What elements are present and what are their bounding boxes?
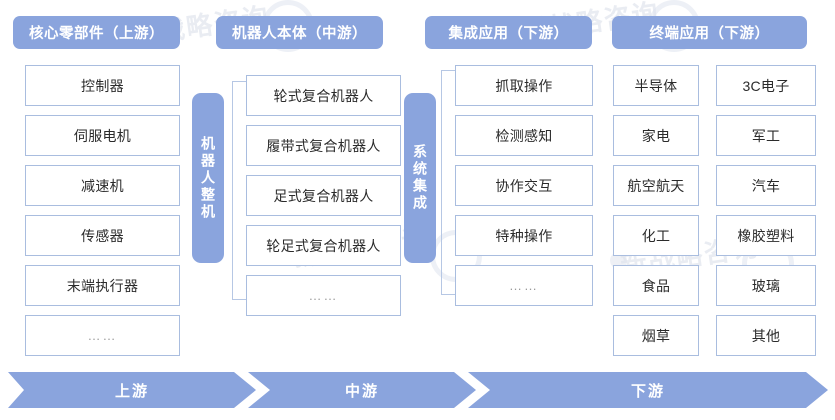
- item-box[interactable]: 传感器: [25, 215, 180, 256]
- flow-stage-midstream-label: 中游: [344, 382, 379, 400]
- item-box-ellipsis[interactable]: ……: [246, 275, 401, 316]
- bracket-connector-robot-body: [232, 81, 246, 300]
- item-box[interactable]: 轮足式复合机器人: [246, 225, 401, 266]
- item-box[interactable]: 食品: [613, 265, 699, 306]
- group-label-whole-robot: 机器人整机: [192, 93, 224, 263]
- item-box-ellipsis[interactable]: ……: [25, 315, 180, 356]
- item-box[interactable]: 履带式复合机器人: [246, 125, 401, 166]
- flow-stage-upstream[interactable]: 上游: [8, 372, 256, 408]
- group-label-whole-robot-text: 机器人整机: [200, 135, 216, 221]
- group-label-system-integration-text: 系统集成: [412, 144, 428, 212]
- item-box[interactable]: 减速机: [25, 165, 180, 206]
- item-box[interactable]: 家电: [613, 115, 699, 156]
- column-header-robot-body: 机器人本体（中游）: [216, 16, 383, 49]
- flow-stage-downstream-label: 下游: [630, 382, 665, 400]
- item-box[interactable]: 协作交互: [455, 165, 593, 206]
- item-box[interactable]: 其他: [716, 315, 816, 356]
- item-box[interactable]: 末端执行器: [25, 265, 180, 306]
- item-box[interactable]: 控制器: [25, 65, 180, 106]
- item-box[interactable]: 伺服电机: [25, 115, 180, 156]
- item-box[interactable]: 化工: [613, 215, 699, 256]
- bracket-connector-integrated-application: [441, 70, 455, 295]
- item-box[interactable]: 轮式复合机器人: [246, 75, 401, 116]
- item-box[interactable]: 烟草: [613, 315, 699, 356]
- column-header-terminal-application: 终端应用（下游）: [612, 16, 807, 49]
- flow-stage-downstream[interactable]: 下游: [468, 372, 828, 408]
- item-box[interactable]: 汽车: [716, 165, 816, 206]
- item-box[interactable]: 抓取操作: [455, 65, 593, 106]
- item-box-ellipsis[interactable]: ……: [455, 265, 593, 306]
- column-header-integrated-application: 集成应用（下游）: [425, 16, 592, 49]
- column-header-core-components: 核心零部件（上游）: [13, 16, 180, 49]
- item-box[interactable]: 足式复合机器人: [246, 175, 401, 216]
- item-box[interactable]: 航空航天: [613, 165, 699, 206]
- flow-stage-midstream[interactable]: 中游: [248, 372, 476, 408]
- item-box[interactable]: 3C电子: [716, 65, 816, 106]
- item-box[interactable]: 玻璃: [716, 265, 816, 306]
- item-box[interactable]: 军工: [716, 115, 816, 156]
- flow-stage-upstream-label: 上游: [114, 382, 149, 400]
- item-box[interactable]: 半导体: [613, 65, 699, 106]
- item-box[interactable]: 特种操作: [455, 215, 593, 256]
- item-box[interactable]: 橡胶塑料: [716, 215, 816, 256]
- group-label-system-integration: 系统集成: [404, 93, 436, 263]
- item-box[interactable]: 检测感知: [455, 115, 593, 156]
